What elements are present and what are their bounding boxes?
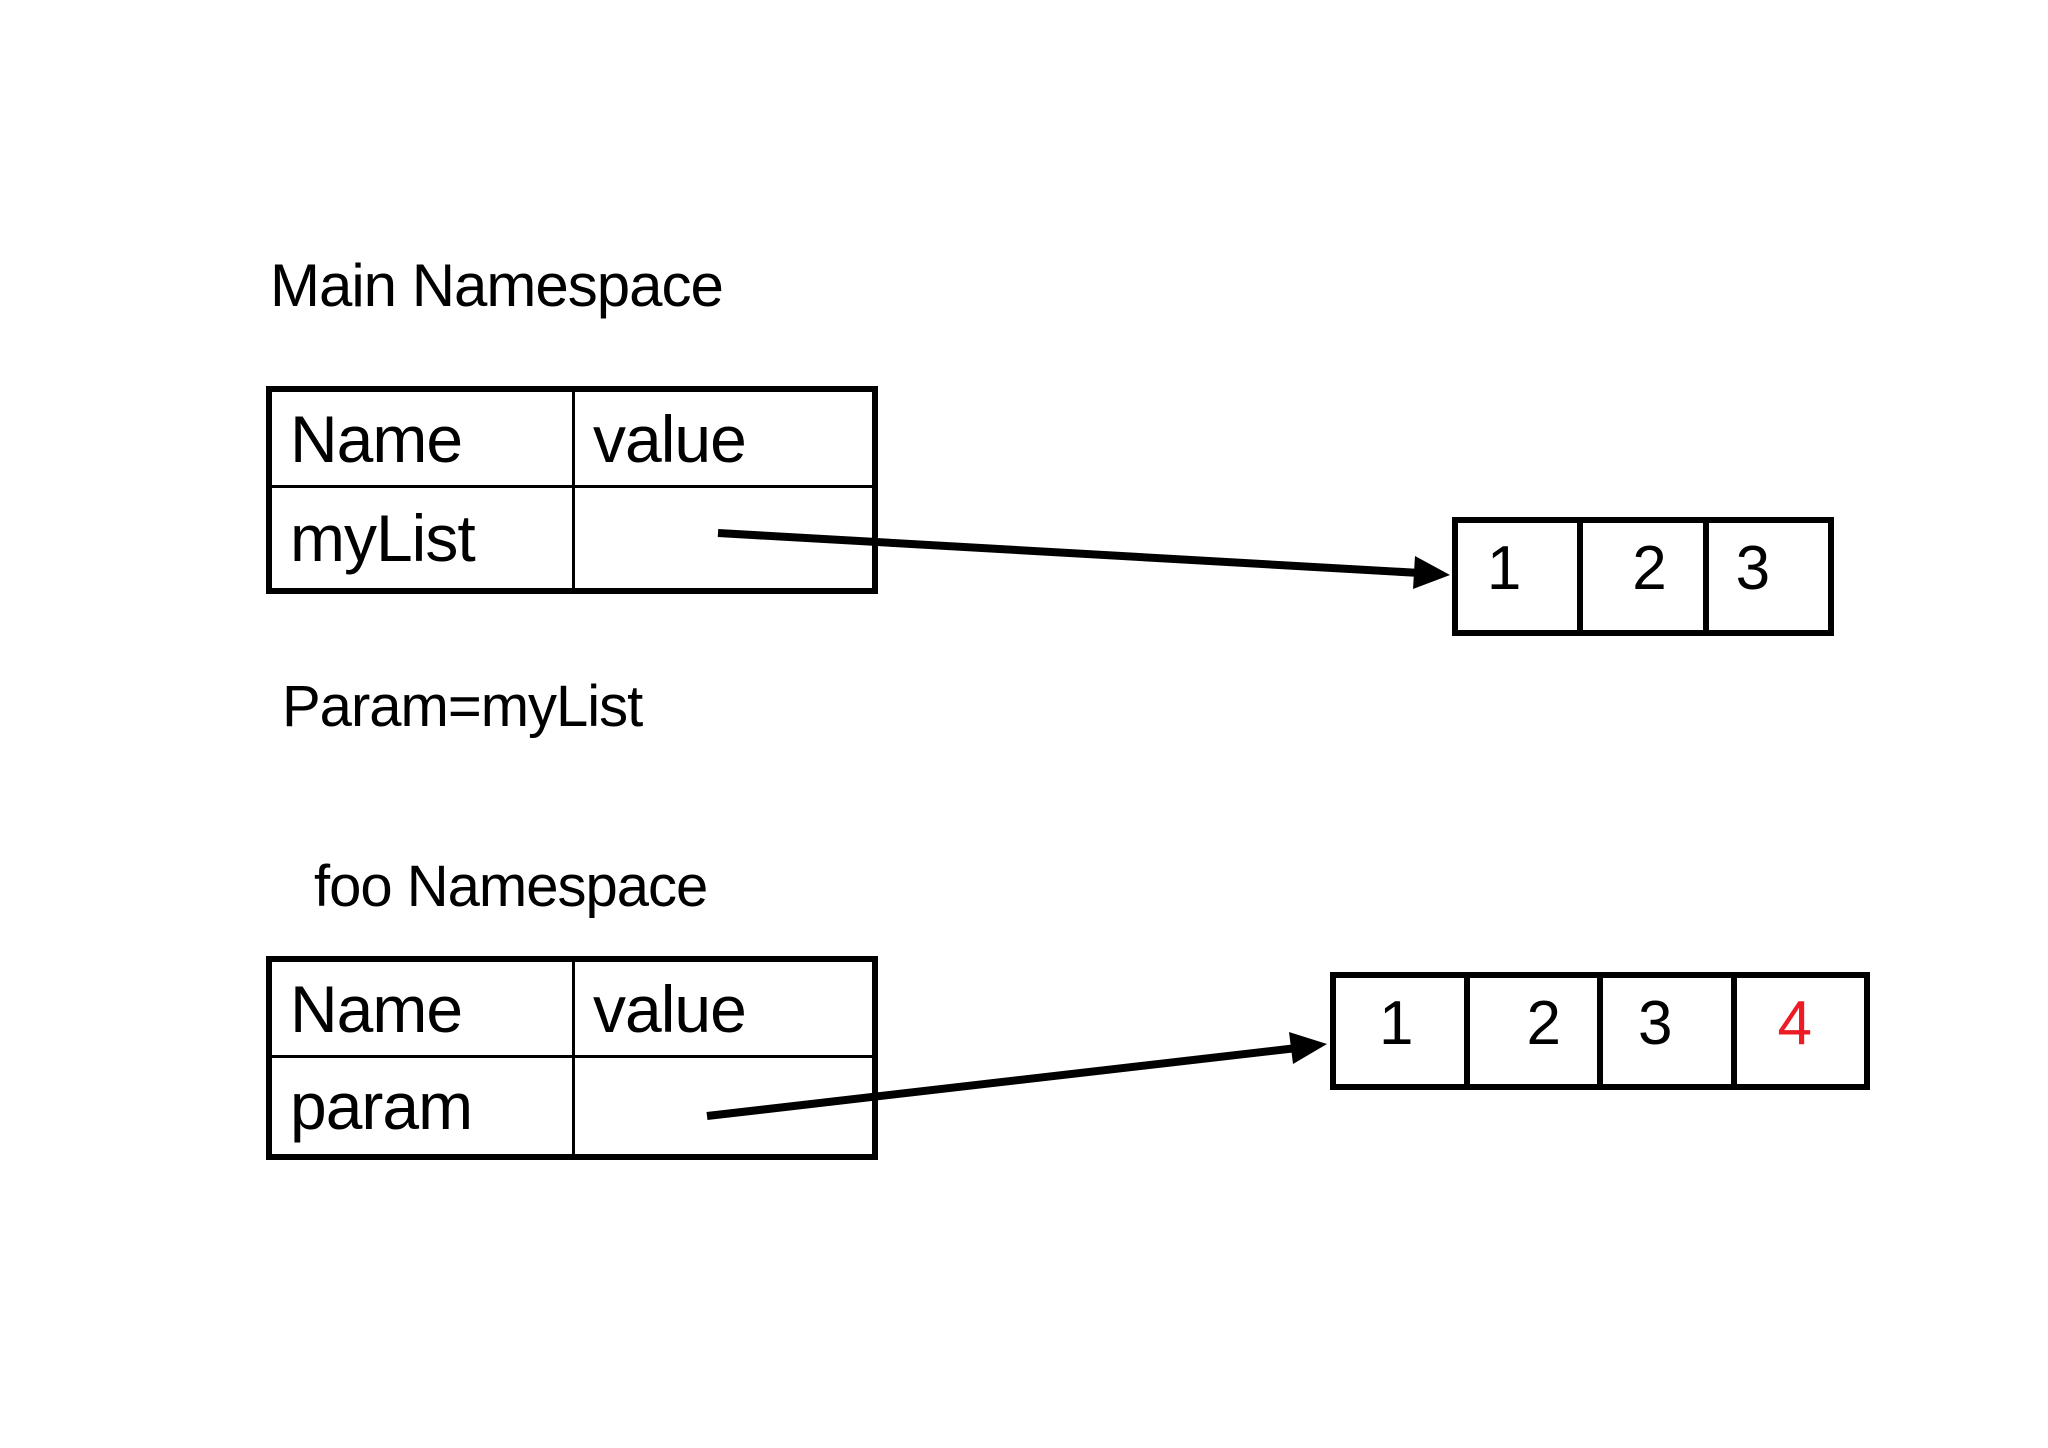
foo-list-item-value: 1	[1379, 989, 1413, 1058]
foo-list-item: 2	[1470, 978, 1603, 1084]
foo-list-item: 1	[1336, 978, 1470, 1084]
main-namespace-table: Name value myList	[266, 386, 878, 594]
foo-table-header-value: value	[575, 962, 872, 1058]
main-table-cell-mylist-value	[575, 488, 872, 588]
main-table-header-name: Name	[272, 392, 575, 488]
main-list-object: 1 2 3	[1452, 517, 1834, 636]
foo-list-object: 1 2 3 4	[1330, 972, 1870, 1090]
main-list-item-value: 3	[1735, 534, 1770, 603]
main-list-item-value: 2	[1632, 534, 1666, 603]
main-table-header-value: value	[575, 392, 872, 488]
main-list-item: 3	[1709, 523, 1828, 630]
main-namespace-title: Main Namespace	[270, 252, 724, 319]
foo-list-item-value: 2	[1526, 989, 1561, 1058]
foo-list-item-highlighted: 4	[1737, 978, 1865, 1084]
foo-namespace-title: foo Namespace	[314, 854, 708, 919]
foo-list-item: 3	[1603, 978, 1737, 1084]
foo-table-header-name: Name	[272, 962, 575, 1058]
foo-list-item-value-appended: 4	[1777, 989, 1812, 1058]
main-list-item-value: 1	[1486, 534, 1521, 603]
param-assignment-label: Param=myList	[282, 674, 643, 739]
foo-list-item-value: 3	[1638, 989, 1672, 1058]
main-list-item: 1	[1458, 523, 1584, 630]
foo-table-cell-param-name: param	[272, 1058, 575, 1154]
main-table-cell-mylist-name: myList	[272, 488, 575, 588]
foo-table-cell-param-value	[575, 1058, 872, 1154]
foo-namespace-table: Name value param	[266, 956, 878, 1160]
main-list-item: 2	[1583, 523, 1709, 630]
